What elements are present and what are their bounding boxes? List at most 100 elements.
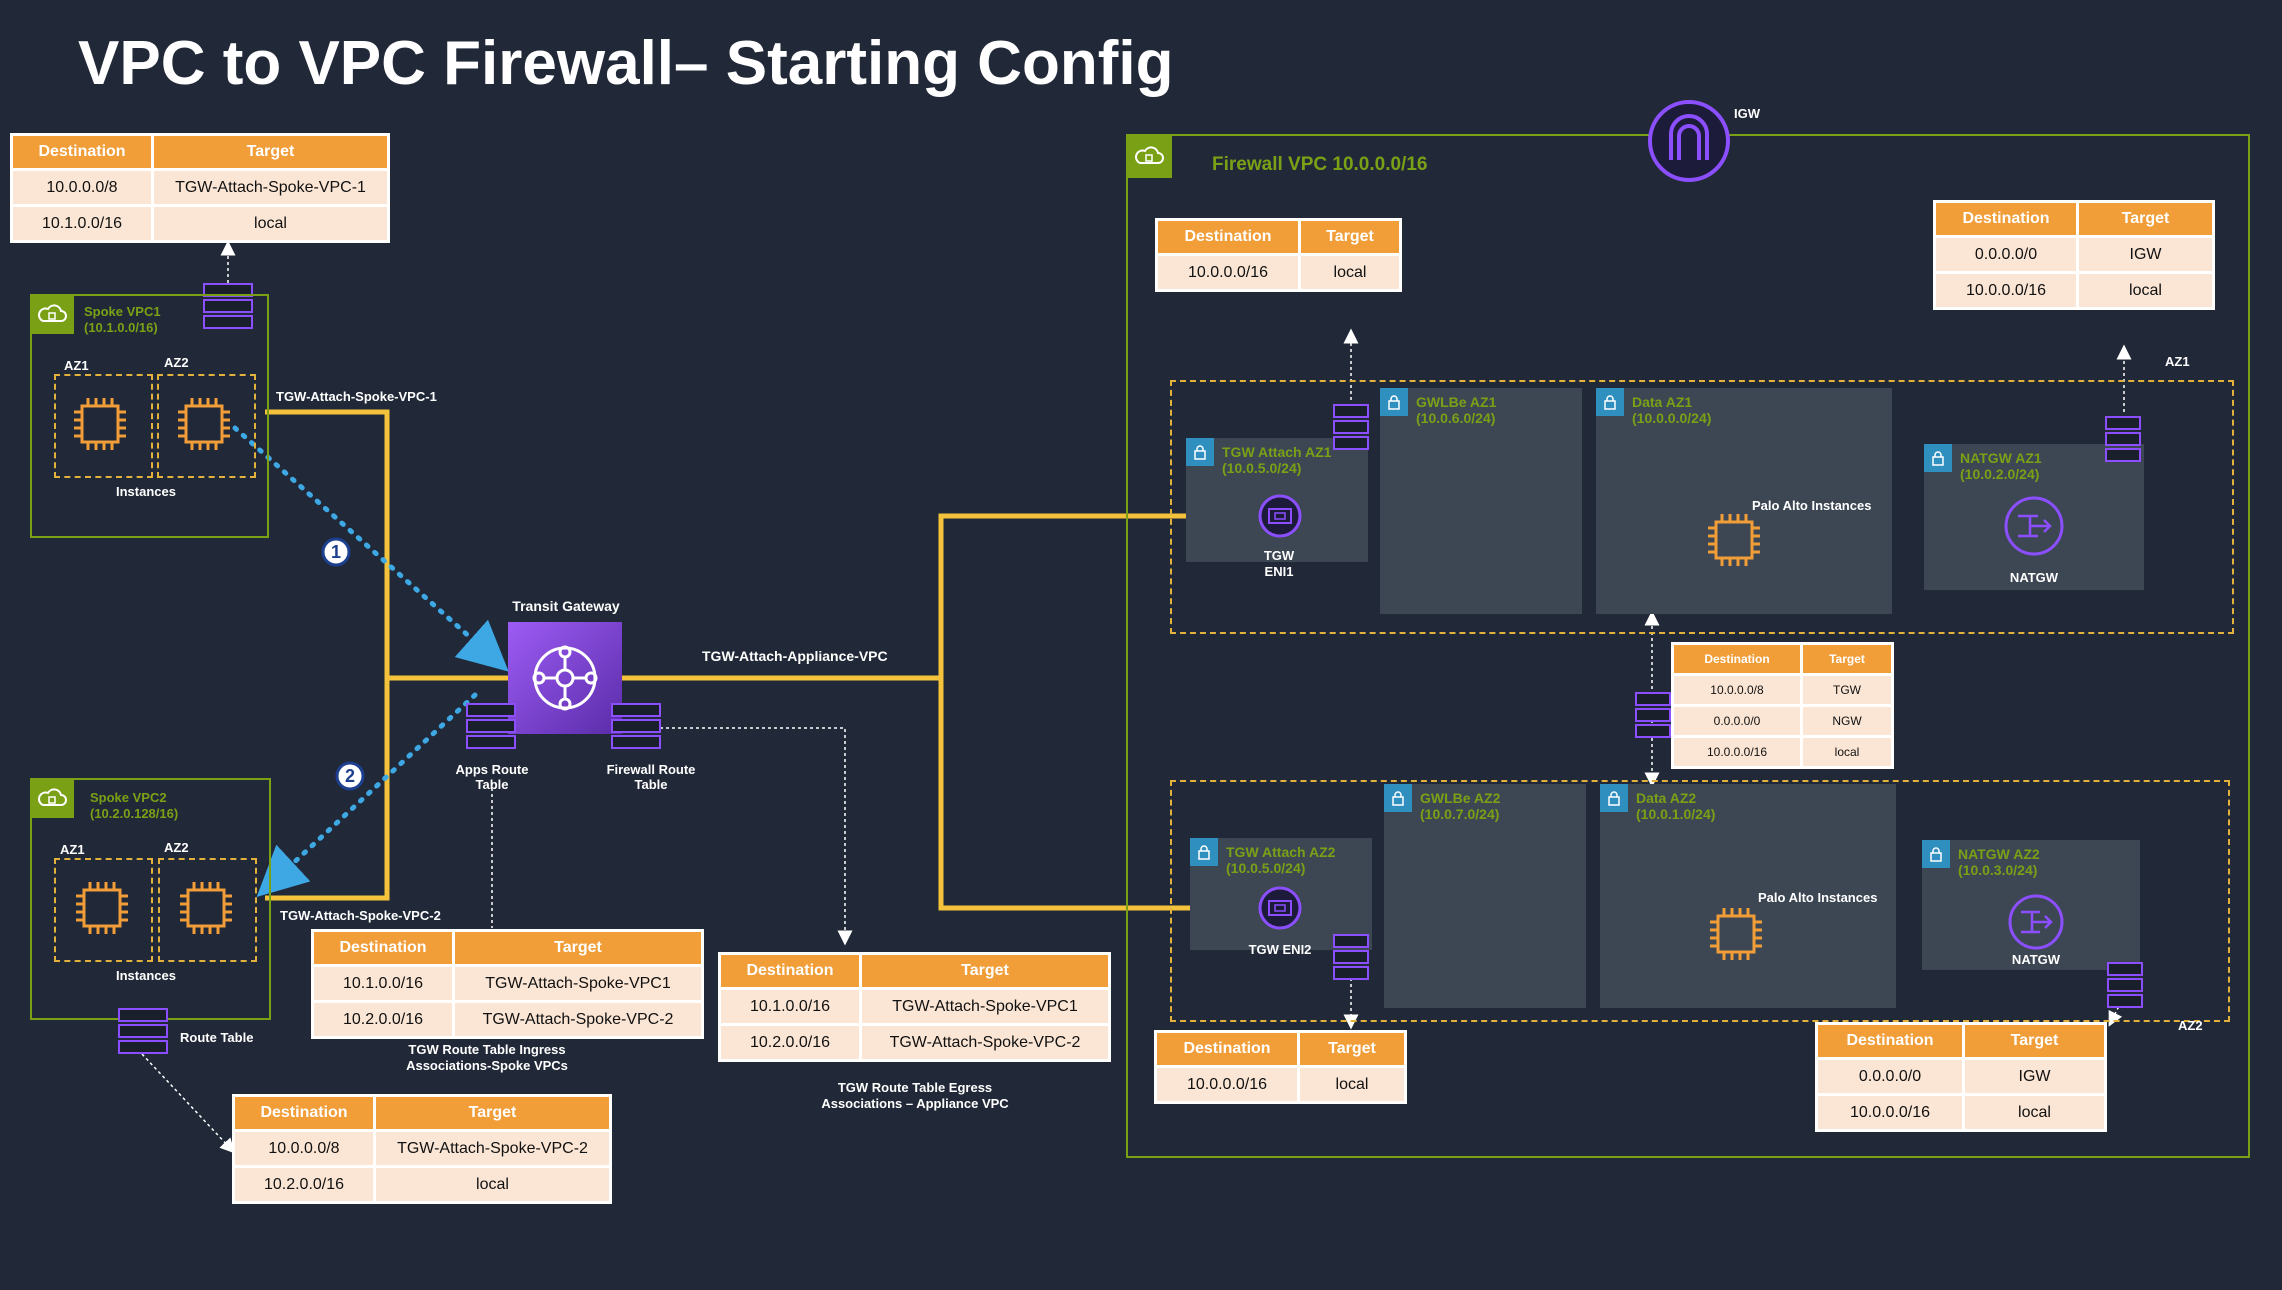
cell: TGW-Attach-Spoke-VPC-2 (862, 1026, 1108, 1059)
ingress-caption-line1: TGW Route Table Ingress (408, 1042, 566, 1057)
cell: local (1803, 738, 1891, 766)
subnet-name: NATGW AZ1 (1960, 450, 2042, 466)
cell: IGW (1965, 1060, 2104, 1093)
spoke2-rt-link (141, 1053, 236, 1154)
header-target: Target (862, 955, 1108, 987)
cell: 10.0.0.0/16 (1158, 256, 1298, 289)
header-destination: Destination (13, 136, 151, 168)
subnet-cidr: (10.0.2.0/24) (1960, 466, 2040, 482)
igw-label: IGW (1734, 106, 1760, 121)
palo-alto-label: Palo Alto Instances (1758, 890, 1878, 905)
spoke2-cidr: (10.2.0.128/16) (90, 806, 179, 821)
apps-route-table-label: Apps Route Table (455, 762, 529, 792)
cell: 0.0.0.0/0 (1818, 1060, 1962, 1093)
lock-icon (1924, 444, 1952, 472)
nat-gateway-icon (2008, 894, 2064, 950)
header-target: Target (376, 1097, 609, 1129)
ec2-instance-icon (178, 398, 230, 450)
ingress-caption-line2: Associations-Spoke VPCs (406, 1058, 568, 1073)
spoke1-az1 (54, 374, 153, 478)
tgw-eni2-icon[interactable] (1258, 886, 1302, 930)
lock-icon (1596, 388, 1624, 416)
spoke1-name: Spoke VPC1 (84, 304, 161, 319)
spoke-vpc1: Spoke VPC1 (10.1.0.0/16) AZ1 AZ2 Instanc… (30, 294, 269, 538)
nat-gateway-icon (2004, 496, 2064, 556)
instances-label: Instances (116, 968, 176, 983)
flow-step1-arrow (232, 425, 509, 672)
cell: 0.0.0.0/0 (1674, 707, 1800, 735)
transit-gateway[interactable] (508, 622, 622, 734)
header-destination: Destination (235, 1097, 373, 1129)
firewall-az1 (1170, 380, 2234, 634)
palo-alto-instance-icon (1708, 514, 1760, 566)
cell: local (1300, 1068, 1404, 1101)
subnet-name: TGW Attach AZ2 (1226, 844, 1336, 860)
header-destination: Destination (314, 932, 452, 964)
spoke1-cidr: (10.1.0.0/16) (84, 320, 158, 335)
subnet-name: GWLBe AZ2 (1420, 790, 1501, 806)
az2-label: AZ2 (164, 840, 189, 855)
flow-step2-arrow (256, 692, 478, 897)
cell: 10.2.0.0/16 (314, 1003, 452, 1036)
header-destination: Destination (1936, 203, 2076, 235)
cell: local (1965, 1096, 2104, 1129)
tgw-attach-appliance-label: TGW-Attach-Appliance-VPC (702, 648, 888, 664)
spoke2-name: Spoke VPC2 (90, 790, 167, 805)
cell: TGW (1803, 676, 1891, 704)
egress-caption-line1: TGW Route Table Egress (837, 1080, 993, 1095)
cloud-icon (1126, 134, 1172, 178)
page-title: VPC to VPC Firewall– Starting Config (78, 29, 1174, 98)
cell: local (2079, 274, 2212, 307)
svg-text:2: 2 (345, 766, 355, 786)
natgw-az2-subnet: NATGW AZ2 (10.0.3.0/24) NATGW (1922, 840, 2140, 970)
lock-icon (1186, 438, 1214, 466)
header-target: Target (1301, 221, 1399, 253)
tgw-eni1-icon[interactable] (1258, 494, 1302, 538)
cell: TGW-Attach-Spoke-VPC-2 (455, 1003, 701, 1036)
subnet-cidr: (10.0.5.0/24) (1226, 860, 1306, 876)
cell: 10.0.0.0/16 (1936, 274, 2076, 307)
natgw-label: NATGW (2011, 952, 2061, 967)
natgw-az1-rt-stack-icon (2105, 416, 2141, 464)
cell: TGW-Attach-Spoke-VPC-1 (154, 171, 387, 204)
spoke2-rt-stack-icon (118, 1008, 168, 1056)
data-az2-subnet: Data AZ2 (10.0.1.0/24) Palo Alto Instanc… (1600, 784, 1896, 1008)
tgw-eni1-line (938, 513, 1262, 678)
cell: 10.1.0.0/16 (314, 967, 452, 1000)
cell: TGW-Attach-Spoke-VPC1 (862, 990, 1108, 1023)
cell: 10.0.0.0/8 (235, 1132, 373, 1165)
route-table-label: Route Table (180, 1030, 254, 1045)
igw-icon[interactable] (1646, 98, 1732, 184)
subnet-cidr: (10.0.6.0/24) (1416, 410, 1496, 426)
natgw-label: NATGW (2009, 570, 2059, 585)
firewall-vpc-label: Firewall VPC 10.0.0.0/16 (1212, 154, 1428, 175)
firewall-rt-link (660, 727, 853, 946)
subnet-cidr: (10.0.7.0/24) (1420, 806, 1500, 822)
palo-alto-instance-icon (1710, 908, 1762, 960)
subnet-cidr: (10.0.5.0/24) (1222, 460, 1302, 476)
spoke-vpc2: Spoke VPC2 (10.2.0.128/16) AZ1 AZ2 Insta… (30, 778, 271, 1020)
cell: 0.0.0.0/0 (1936, 238, 2076, 271)
apps-rt-stack-icon (466, 703, 516, 751)
natgw-az2-link (2108, 995, 2125, 1027)
header-target: Target (1965, 1025, 2104, 1057)
header-target: Target (154, 136, 387, 168)
spoke2-az2 (158, 858, 257, 962)
cloud-icon (30, 778, 74, 818)
cell: local (376, 1168, 609, 1201)
tgw-eni1-label: ENI1 (1264, 564, 1294, 579)
header-destination: Destination (1157, 1033, 1297, 1065)
cell: NGW (1803, 707, 1891, 735)
svg-text:1: 1 (331, 542, 341, 562)
header-destination: Destination (1818, 1025, 1962, 1057)
gwlbe-az2-subnet: GWLBe AZ2 (10.0.7.0/24) (1384, 784, 1586, 1008)
header-target: Target (1803, 645, 1891, 673)
instances-label: Instances (116, 484, 176, 499)
cell: TGW-Attach-Spoke-VPC1 (455, 967, 701, 1000)
